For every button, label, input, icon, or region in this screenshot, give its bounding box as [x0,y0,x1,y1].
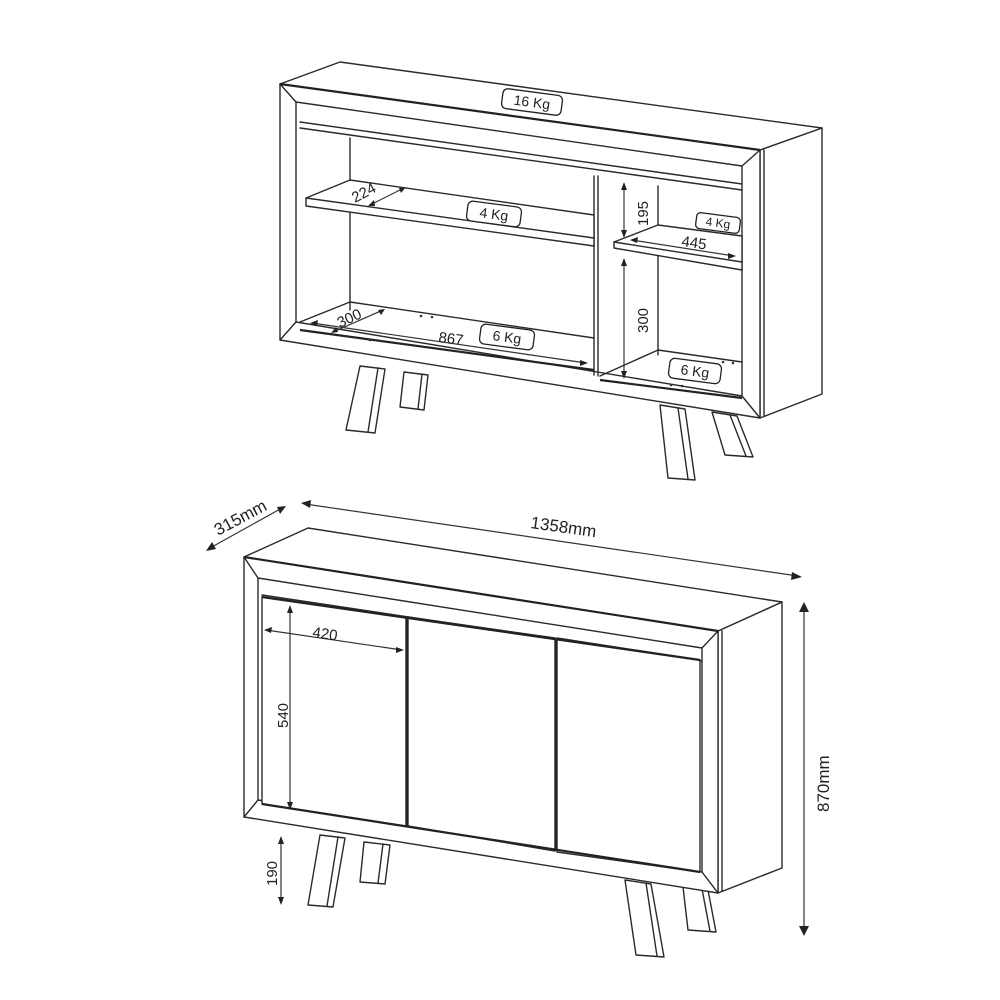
svg-text:300: 300 [635,308,652,333]
left-shelf [305,179,595,247]
side-panel-right [759,127,823,419]
leg-back-right [682,886,717,933]
leg-back-left [359,841,391,885]
load-badge-top: 16 Kg [500,88,564,116]
svg-text:445: 445 [680,233,707,253]
leg-front-right [659,404,696,481]
load-badge-right-bottom: 6 Kg [667,357,723,385]
dim-leg-height: 190 [264,836,284,905]
load-label-top: 16 Kg [513,92,551,113]
svg-text:870mm: 870mm [814,755,833,812]
side-panel-right [717,601,783,894]
svg-text:315mm: 315mm [211,496,270,539]
dim-width: 1358mm [301,500,802,580]
leg-front-left [307,834,346,908]
load-label-left-bottom: 6 Kg [492,327,523,347]
leg-back-left [399,371,429,411]
leg-front-right [624,879,665,958]
closed-view-legs [307,834,717,958]
load-badge-left-bottom: 6 Kg [478,323,536,351]
dim-height: 870mm [799,602,833,936]
load-label-right-bottom: 6 Kg [680,361,711,381]
leg-back-right [711,411,754,458]
svg-text:420: 420 [311,624,338,644]
dim-door-height: 540 [275,605,293,810]
dim-door-width: 420 [264,624,404,653]
open-view-legs [345,365,754,481]
open-view: 16 Kg 4 Kg 6 Kg 4 Kg 6 Kg 224 [279,61,823,481]
door-center[interactable] [407,616,556,852]
load-label-right-shelf: 4 Kg [705,214,731,231]
load-badge-right-shelf: 4 Kg [694,212,742,234]
dim-left-compartment-width: 867 [310,320,588,366]
dim-right-shelf-width: 445 [630,233,736,259]
leg-front-left [345,365,386,434]
load-badge-left-shelf: 4 Kg [465,200,523,228]
closed-view: 315mm 1358mm 870mm 420 540 [206,496,833,958]
svg-text:1358mm: 1358mm [529,513,597,541]
svg-text:190: 190 [264,861,281,886]
door-right[interactable] [556,637,701,873]
dim-right-lower-height: 300 [621,258,652,379]
load-label-left-shelf: 4 Kg [479,204,510,224]
dim-right-upper-height: 195 [621,182,652,238]
svg-text:540: 540 [275,703,292,728]
svg-text:195: 195 [635,201,652,226]
svg-text:867: 867 [437,329,464,349]
